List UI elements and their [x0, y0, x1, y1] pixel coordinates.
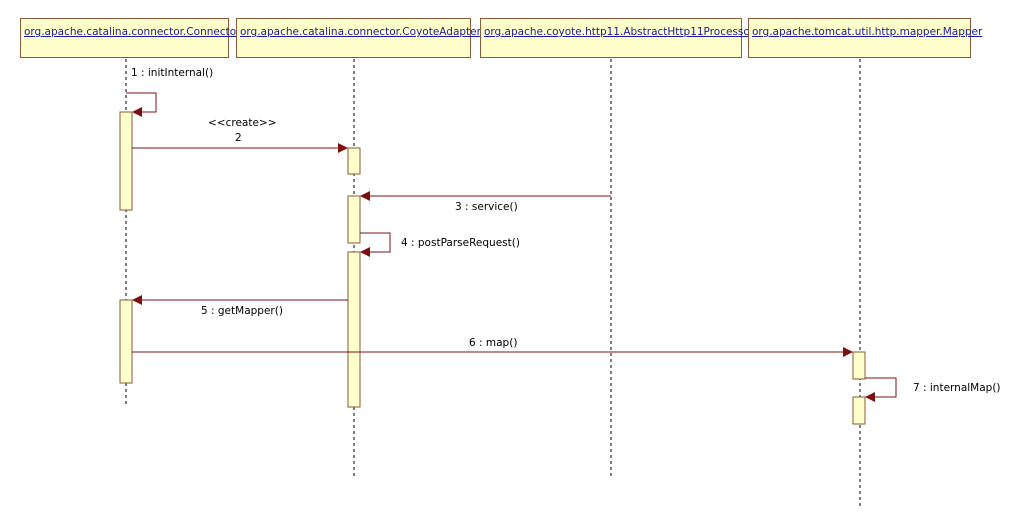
- message-label-service: 3 : service(): [455, 201, 518, 213]
- lifeline-abstract-http11-processor: org.apache.coyote.http11.AbstractHttp11P…: [480, 18, 754, 58]
- lifeline-connector: org.apache.catalina.connector.Connector: [20, 18, 240, 58]
- message-arrow-initInternal: [126, 92, 157, 117]
- activation-bar: [347, 147, 361, 175]
- lifeline-label: org.apache.coyote.http11.AbstractHttp11P…: [484, 26, 755, 38]
- activation-bar: [347, 195, 361, 244]
- message-label-initInternal: 1 : initInternal(): [131, 67, 214, 79]
- message-arrow-postParseRequest: [360, 232, 391, 257]
- lifeline-mapper: org.apache.tomcat.util.http.mapper.Mappe…: [748, 18, 982, 58]
- activation-bar: [852, 396, 866, 425]
- activation-bar: [119, 111, 133, 211]
- message-stereotype-create: <<create>>: [208, 117, 277, 129]
- activation-bar: [347, 251, 361, 408]
- lifeline-label: org.apache.catalina.connector.CoyoteAdap…: [240, 26, 481, 38]
- message-arrow-internalMap: [865, 377, 897, 402]
- message-label-postParseRequest: 4 : postParseRequest(): [401, 237, 520, 249]
- activation-bar: [119, 299, 133, 384]
- lifeline-label: org.apache.catalina.connector.Connector: [24, 26, 241, 38]
- message-label-internalMap: 7 : internalMap(): [913, 382, 1001, 394]
- message-label-create: 2: [235, 132, 242, 144]
- message-label-getMapper: 5 : getMapper(): [201, 305, 283, 317]
- lifeline-coyote-adapter: org.apache.catalina.connector.CoyoteAdap…: [236, 18, 481, 58]
- message-label-map: 6 : map(): [469, 337, 518, 349]
- lifeline-label: org.apache.tomcat.util.http.mapper.Mappe…: [752, 26, 983, 38]
- activation-bar: [852, 351, 866, 380]
